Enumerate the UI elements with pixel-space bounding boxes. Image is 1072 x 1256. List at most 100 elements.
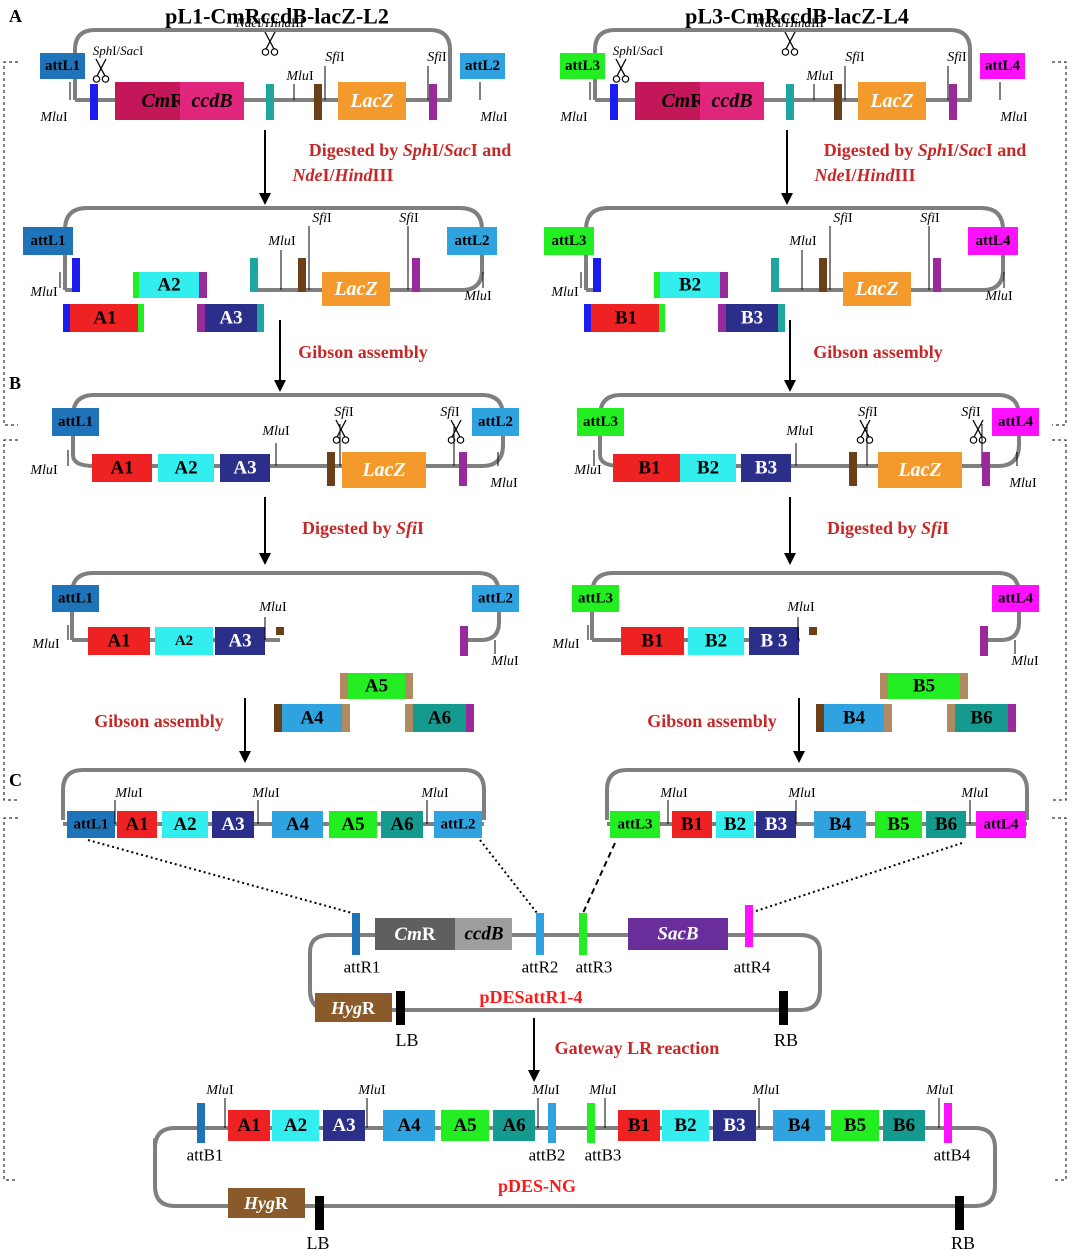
fragment-2-label: A2 <box>175 633 193 649</box>
step-digest-label-right-2: NdeI/HindIII <box>813 165 915 185</box>
attl4-box <box>976 811 1026 838</box>
purple-site-bar <box>429 84 437 120</box>
lacz-cassette <box>858 82 926 120</box>
dest-rb-bar <box>779 991 788 1025</box>
mlu-label: MluI <box>31 637 60 652</box>
attl4-box-label: attL4 <box>984 817 1019 833</box>
attb1-bar <box>197 1103 205 1143</box>
arrow-head-icon <box>259 193 271 205</box>
mlu-label: MluI <box>205 1083 234 1098</box>
final-a5 <box>441 1110 489 1141</box>
fragment-6-label: A6 <box>428 708 451 729</box>
mlu-label: MluI <box>788 234 817 249</box>
purple-end <box>720 272 728 298</box>
blue-site-bar <box>610 84 618 120</box>
attl-left-label: attL1 <box>45 58 80 74</box>
final-lb-label: LB <box>306 1233 329 1253</box>
step-digest-label-left-2: NdeI/HindIII <box>291 165 393 185</box>
fragment-3 <box>212 811 254 838</box>
final-rb-label: RB <box>951 1233 975 1253</box>
purple-end <box>466 704 474 732</box>
fragment-b3-label: B3 <box>755 458 777 479</box>
fragment-3 <box>220 454 270 482</box>
dest-hygr-cassette <box>315 993 392 1022</box>
plasmid-backbone <box>61 768 486 820</box>
fragment-2-label: A2 <box>157 275 180 296</box>
fragment-2-label: A2 <box>174 458 197 479</box>
attl-right-label: attL4 <box>998 591 1033 607</box>
brown-site-bar <box>849 452 857 486</box>
attl-right <box>968 227 1018 255</box>
fragment-b6-label: B6 <box>935 814 957 835</box>
fragment-5-label: A5 <box>365 676 388 697</box>
mlu-label: MluI <box>267 234 296 249</box>
tan-end <box>947 704 955 732</box>
fragment-1-label: A1 <box>107 631 130 652</box>
step-gibson-right: Gibson assembly <box>813 342 943 362</box>
fragment-b2 <box>680 454 736 482</box>
fragment-1-label: A1 <box>110 458 133 479</box>
fragment-1-label: A1 <box>125 814 148 835</box>
lacz-label: LacZ <box>361 459 405 481</box>
attl3-box <box>610 811 660 838</box>
mlu-label: MluI <box>1008 476 1037 491</box>
purple-end <box>718 304 726 332</box>
attb4-label: attB4 <box>934 1146 971 1165</box>
panel-label-b: B <box>9 373 21 393</box>
mlu-label: MluI <box>258 600 287 615</box>
attr2-label: attR2 <box>522 958 559 977</box>
mlu-label: MluI <box>659 786 688 801</box>
final-b5-label: B5 <box>844 1115 866 1136</box>
final-a5-label: A5 <box>453 1115 476 1136</box>
arrow-head-icon <box>781 193 793 205</box>
mlu-label: MluI <box>573 463 602 478</box>
fragment-1 <box>70 304 140 332</box>
sfi-label: SfiI <box>334 405 354 420</box>
sacb-cassette <box>628 918 728 950</box>
dest-ccdb-label: ccdB <box>464 924 503 945</box>
fragment-2-label: A2 <box>173 814 196 835</box>
map-line <box>479 839 538 914</box>
final-b5 <box>831 1110 879 1141</box>
fragment-2-label: B2 <box>679 275 701 296</box>
fragment-2 <box>162 811 208 838</box>
cmr-label: CmR <box>661 90 705 112</box>
attl-right <box>472 585 519 612</box>
fragment-b4-label: B4 <box>829 814 852 835</box>
attl-right <box>447 227 497 255</box>
step-gateway-label: Gateway LR reaction <box>555 1038 720 1058</box>
mlu-label: MluI <box>551 637 580 652</box>
fragment-4-label: A4 <box>300 708 324 729</box>
attb2-label: attB2 <box>529 1146 566 1165</box>
step-digest-label-right: Digested by SphI/SacI and <box>824 140 1027 160</box>
attl-left <box>544 227 594 255</box>
mlu-label: MluI <box>29 463 58 478</box>
teal-site-bar <box>786 84 794 120</box>
plasmid-backbone <box>70 571 501 642</box>
fragment-3 <box>205 304 257 332</box>
final-b3-label: B3 <box>723 1115 745 1136</box>
final-a3-label: A3 <box>332 1115 355 1136</box>
attl-right <box>980 53 1025 79</box>
mlu-label: MluI <box>550 285 579 300</box>
attl3-box-label: attL3 <box>618 817 653 833</box>
attb3-bar <box>587 1103 595 1143</box>
fragment-b2-label: B2 <box>697 458 719 479</box>
sfi-label: SfiI <box>427 50 447 65</box>
brown-end <box>274 704 282 732</box>
final-a1-label: A1 <box>237 1115 260 1136</box>
fragment-b4 <box>814 811 866 838</box>
fragment-4 <box>282 704 342 732</box>
fragment-b5 <box>888 673 960 699</box>
mlu-label: MluI <box>960 786 989 801</box>
fragment-5-label: A5 <box>341 814 364 835</box>
nde-hind-label: NdeI/HindIII <box>235 15 304 30</box>
fragment-b4 <box>824 704 884 732</box>
purple-end <box>1008 704 1016 732</box>
scissors-icon <box>781 31 799 56</box>
final-b3 <box>713 1110 756 1141</box>
teal-site-bar <box>250 258 258 292</box>
final-a4 <box>383 1110 435 1141</box>
fragment-3-label: A3 <box>233 458 256 479</box>
blue-site-bar <box>72 258 80 292</box>
